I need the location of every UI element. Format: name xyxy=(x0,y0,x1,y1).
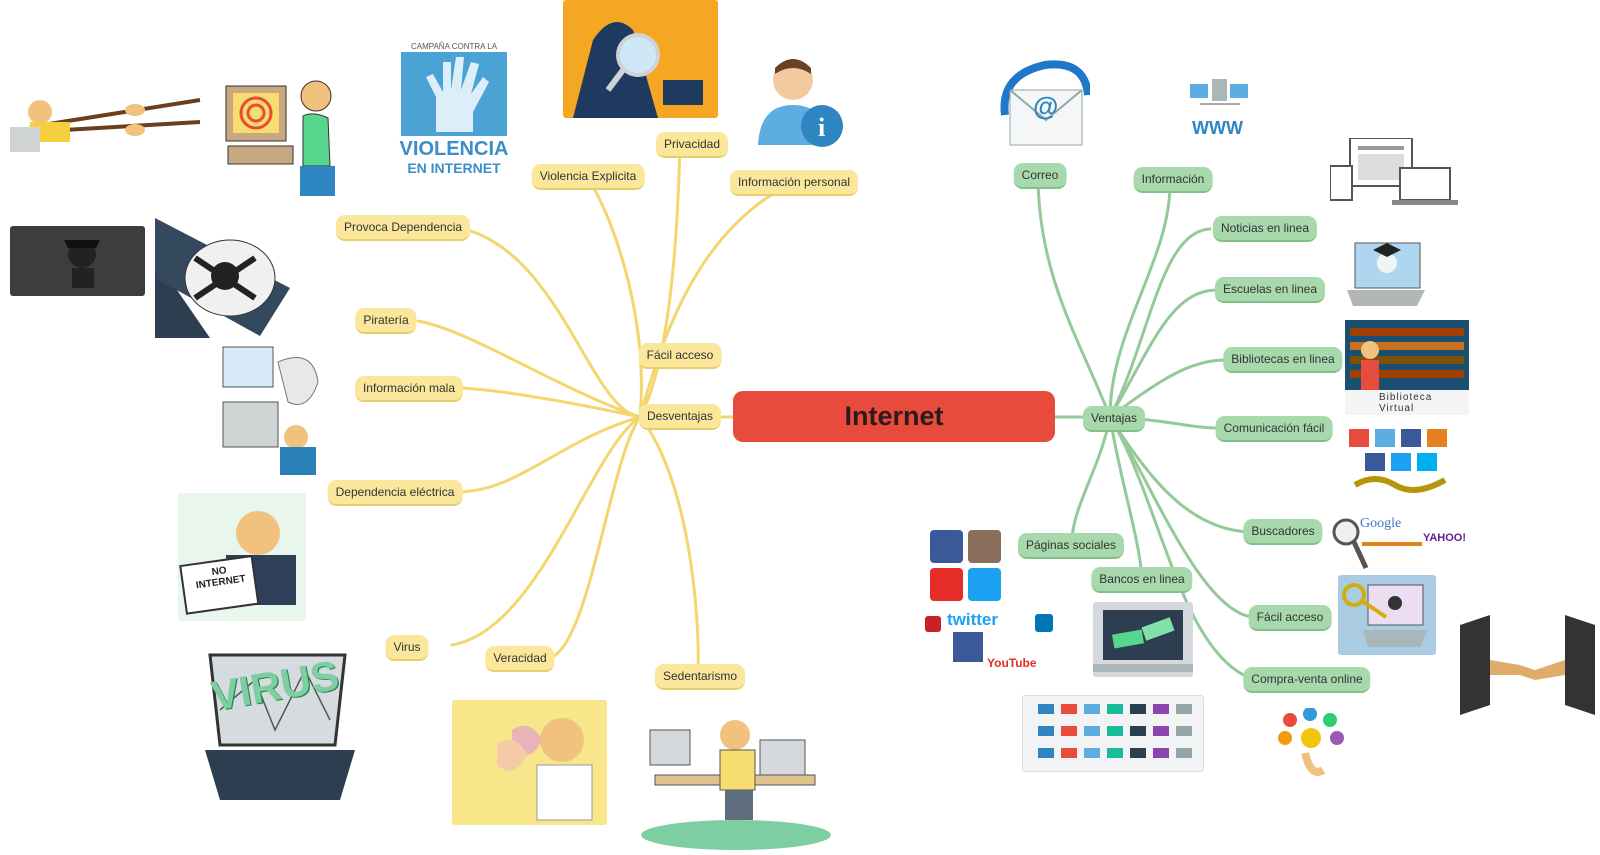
online-banking-illustration xyxy=(1093,602,1193,677)
node-bancos-en-linea[interactable]: Bancos en linea xyxy=(1091,567,1193,593)
node-provoca-dependencia[interactable]: Provoca Dependencia xyxy=(335,215,471,241)
money-screen-icon xyxy=(1093,610,1193,672)
youtube-logo-text: YouTube xyxy=(987,656,1037,670)
masks-icon xyxy=(497,718,593,821)
search-engines-illustration: Google YAHOO! xyxy=(1330,510,1475,575)
node-veracidad[interactable]: Veracidad xyxy=(485,646,555,672)
node-facil-acceso-ventaja[interactable]: Fácil acceso xyxy=(1248,605,1332,631)
www-network-illustration: WWW xyxy=(1180,64,1255,154)
node-comunicacion-facil[interactable]: Comunicación fácil xyxy=(1215,416,1333,442)
instagram-icon xyxy=(968,530,1001,563)
svg-text:i: i xyxy=(818,113,825,142)
online-school-illustration xyxy=(1345,228,1425,313)
email-envelope-icon: @ xyxy=(1000,60,1092,146)
magnifier-icon xyxy=(1332,518,1369,570)
node-bibliotecas-en-linea[interactable]: Bibliotecas en linea xyxy=(1223,347,1343,373)
central-topic-internet[interactable]: Internet xyxy=(733,391,1055,442)
svg-text:@: @ xyxy=(1033,91,1058,121)
key-laptop-illustration xyxy=(1338,575,1436,655)
social-icons-grid xyxy=(930,530,1002,602)
pirate-icon xyxy=(64,240,100,288)
library-shelves-icon xyxy=(1345,320,1469,390)
node-informacion[interactable]: Información xyxy=(1133,167,1213,193)
hacker-hand-icon xyxy=(222,346,319,475)
payment-cards-icon xyxy=(1038,704,1192,758)
handshake-monitors-illustration xyxy=(1455,615,1600,720)
news-devices-icon xyxy=(1329,137,1458,205)
facebook-large-icon xyxy=(953,632,983,662)
graduate-laptop-icon xyxy=(1347,242,1425,306)
payment-cards-panel xyxy=(1022,695,1204,772)
online-news-devices-illustration xyxy=(1329,137,1458,208)
broken-laptop-icon xyxy=(205,653,355,800)
ecommerce-icons-illustration xyxy=(1275,707,1350,778)
node-paginas-sociales[interactable]: Páginas sociales xyxy=(1017,533,1125,559)
masked-people-illustration xyxy=(452,700,607,825)
node-desventajas[interactable]: Desventajas xyxy=(638,404,722,430)
disadvantages-branches xyxy=(416,143,792,674)
skull-laptop-icon xyxy=(155,218,290,338)
node-noticias-en-linea[interactable]: Noticias en linea xyxy=(1212,216,1318,242)
youtube-icon xyxy=(930,568,963,601)
spy-magnifier-illustration xyxy=(563,0,718,118)
yahoo-logo-text: YAHOO! xyxy=(1423,532,1466,544)
node-escuelas-en-linea[interactable]: Escuelas en linea xyxy=(1214,277,1326,303)
node-informacion-personal[interactable]: Información personal xyxy=(729,170,859,196)
node-correo[interactable]: Correo xyxy=(1013,163,1067,189)
hypnotized-user-icon xyxy=(225,80,335,196)
twitter-icon xyxy=(968,568,1001,601)
pirate-dark-illustration xyxy=(10,226,145,296)
social-logos-collage: twitter YouTube xyxy=(925,610,1055,685)
campaign-line1: VIOLENCIA xyxy=(399,138,509,160)
key-lock-icon xyxy=(1342,583,1428,647)
email-illustration: @ xyxy=(1000,55,1092,153)
search-logos-bar xyxy=(1362,542,1422,546)
node-dependencia-electrica[interactable]: Dependencia eléctrica xyxy=(327,480,463,506)
virus-laptop-illustration: VIRUS xyxy=(195,650,360,805)
piracy-laptop-illustration xyxy=(150,218,295,338)
communication-apps-illustration xyxy=(1345,425,1463,500)
node-privacidad[interactable]: Privacidad xyxy=(655,132,729,158)
tug-of-war-illustration xyxy=(0,72,205,172)
node-sedentarismo[interactable]: Sedentarismo xyxy=(654,664,746,690)
messy-office-illustration xyxy=(640,700,832,850)
social-apps-icon xyxy=(1349,429,1447,493)
violence-campaign-poster: CAMPAÑA CONTRA LA VIOLENCIA EN INTERNET xyxy=(395,42,513,178)
network-icon xyxy=(1190,79,1248,105)
pinterest-icon xyxy=(925,616,941,632)
virtual-library-illustration: Biblioteca Virtual xyxy=(1345,320,1469,415)
node-violencia-explicita[interactable]: Violencia Explicita xyxy=(531,164,645,190)
user-info-icon: i xyxy=(758,59,843,147)
spy-icon xyxy=(573,22,703,118)
node-compra-venta-online[interactable]: Compra-venta online xyxy=(1243,667,1371,693)
sedentary-worker-icon xyxy=(641,720,831,850)
handshake-icon xyxy=(1460,615,1595,715)
library-caption: Biblioteca Virtual xyxy=(1379,392,1433,414)
twitter-logo-text: twitter xyxy=(947,610,998,629)
campaign-line2: EN INTERNET xyxy=(407,160,501,176)
node-facil-acceso-desventaja[interactable]: Fácil acceso xyxy=(638,343,722,369)
node-pirateria[interactable]: Piratería xyxy=(355,308,417,334)
personal-info-illustration: i xyxy=(755,50,845,150)
hand-from-screen-illustration xyxy=(218,342,328,477)
node-informacion-mala[interactable]: Información mala xyxy=(354,376,464,402)
hypnotized-computer-user-illustration xyxy=(218,66,346,204)
www-text: WWW xyxy=(1192,118,1243,138)
node-buscadores[interactable]: Buscadores xyxy=(1243,519,1323,545)
facebook-icon xyxy=(930,530,963,563)
no-internet-illustration: NO INTERNET xyxy=(178,493,306,621)
tug-of-war-icon xyxy=(10,98,201,152)
node-ventajas[interactable]: Ventajas xyxy=(1082,406,1146,432)
linkedin-icon xyxy=(1035,614,1053,632)
google-logo-text: Google xyxy=(1360,516,1402,531)
campaign-top-text: CAMPAÑA CONTRA LA xyxy=(410,42,498,51)
hand-icon xyxy=(401,52,507,136)
node-virus[interactable]: Virus xyxy=(385,635,429,661)
shopping-icons-icon xyxy=(1278,707,1344,776)
frustrated-man-icon xyxy=(179,511,296,615)
